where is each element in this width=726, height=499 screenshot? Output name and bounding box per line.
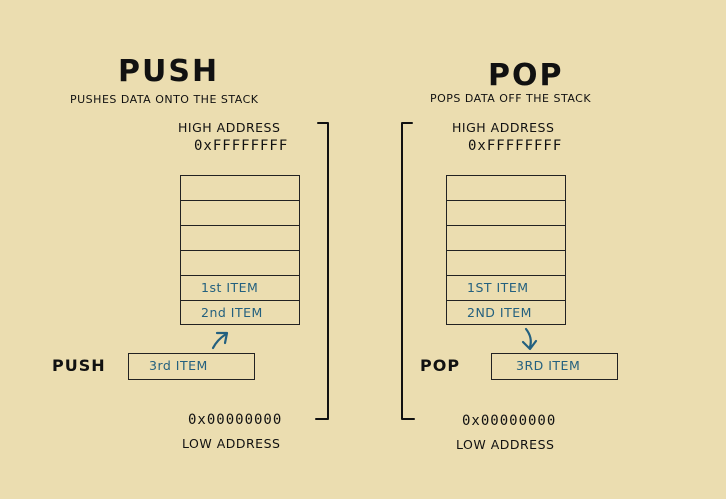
pop-stack-slot-first-item: 1ST ITEM xyxy=(446,275,566,300)
pop-stack-slot xyxy=(446,250,566,275)
pop-stack-slot xyxy=(446,175,566,200)
push-stack-slot xyxy=(180,225,300,250)
push-stack-slot xyxy=(180,200,300,225)
pop-third-item-box: 3RD ITEM xyxy=(491,353,618,380)
push-stack-slot-first-item: 1st ITEM xyxy=(180,275,300,300)
push-low-address-label: LOW ADDRESS xyxy=(182,436,281,451)
push-subtitle: PUSHES DATA ONTO THE STACK xyxy=(70,93,259,106)
pop-stack-slot xyxy=(446,225,566,250)
pop-high-address-value: 0xFFFFFFFF xyxy=(468,138,563,154)
push-low-address-value: 0x00000000 xyxy=(188,412,283,428)
pop-stack-slot-second-item: 2ND ITEM xyxy=(446,300,566,325)
pop-arrow-icon xyxy=(521,327,538,351)
pop-operation-label: POP xyxy=(420,356,461,375)
push-high-address-value: 0xFFFFFFFF xyxy=(194,138,289,154)
push-arrow-icon xyxy=(211,331,229,350)
pop-stack: 1ST ITEM 2ND ITEM xyxy=(446,175,566,325)
push-stack: 1st ITEM 2nd ITEM xyxy=(180,175,300,325)
pop-low-address-label: LOW ADDRESS xyxy=(456,437,555,452)
push-title: PUSH xyxy=(118,54,220,89)
push-third-item-box: 3rd ITEM xyxy=(128,353,255,380)
pop-high-address-label: HIGH ADDRESS xyxy=(452,120,555,135)
push-stack-slot xyxy=(180,175,300,200)
pop-address-range-bracket xyxy=(401,122,415,420)
push-operation-label: PUSH xyxy=(52,356,106,375)
push-high-address-label: HIGH ADDRESS xyxy=(178,120,281,135)
pop-title: POP xyxy=(488,58,564,93)
pop-stack-slot xyxy=(446,200,566,225)
pop-subtitle: POPS DATA OFF THE STACK xyxy=(430,92,592,105)
push-stack-slot xyxy=(180,250,300,275)
push-address-range-bracket xyxy=(315,122,329,420)
push-stack-slot-second-item: 2nd ITEM xyxy=(180,300,300,325)
pop-low-address-value: 0x00000000 xyxy=(462,413,557,429)
